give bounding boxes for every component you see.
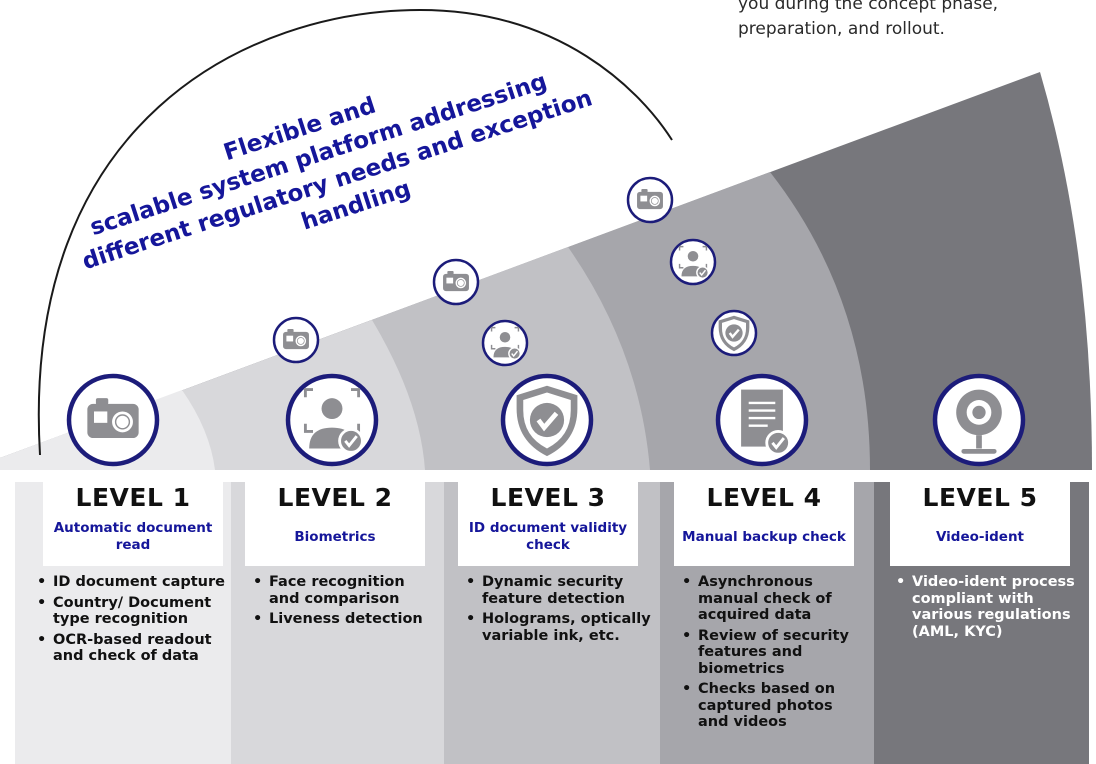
level-4-header: LEVEL 4 Manual backup check: [674, 482, 854, 566]
level-3-shield-check-icon: [500, 373, 594, 467]
list-item: Video-ident process compliant with vario…: [896, 574, 1083, 640]
list-item: OCR-based readout and check of data: [37, 632, 225, 665]
level-3-subtitle: ID document validity check: [468, 520, 628, 553]
level-4-column: LEVEL 4 Manual backup check Asynchronous…: [660, 482, 874, 764]
level-5-header: LEVEL 5 Video-ident: [890, 482, 1070, 566]
level-1-bullets: ID document capture Country/ Document ty…: [37, 574, 225, 669]
level-4-label: LEVEL 4: [706, 483, 822, 512]
list-item: Dynamic security feature detection: [466, 574, 654, 607]
small-camera-icon: [432, 258, 480, 306]
list-item: Review of security features and biometri…: [682, 628, 868, 678]
level-2-face-verified-icon: [285, 373, 379, 467]
list-item: Holograms, optically variable ink, etc.: [466, 611, 654, 644]
level-3-header: LEVEL 3 ID document validity check: [458, 482, 638, 566]
small-face-verified-icon: [481, 319, 529, 367]
level-3-label: LEVEL 3: [490, 483, 606, 512]
level-5-column: LEVEL 5 Video-ident Video-ident process …: [874, 482, 1089, 764]
level-1-subtitle: Automatic document read: [53, 520, 213, 553]
level-3-column: LEVEL 3 ID document validity check Dynam…: [444, 482, 660, 764]
list-item: Checks based on captured photos and vide…: [682, 681, 868, 731]
level-2-label: LEVEL 2: [277, 483, 393, 512]
top-note: you during the concept phase, preparatio…: [738, 0, 999, 39]
small-face-verified-icon: [669, 238, 717, 286]
level-4-subtitle: Manual backup check: [682, 528, 846, 545]
level-2-subtitle: Biometrics: [294, 528, 376, 545]
level-1-header: LEVEL 1 Automatic document read: [43, 482, 223, 566]
level-5-label: LEVEL 5: [922, 483, 1038, 512]
level-2-column: LEVEL 2 Biometrics Face recognition and …: [231, 482, 444, 764]
level-1-camera-icon: [66, 373, 160, 467]
list-item: Asynchronous manual check of acquired da…: [682, 574, 868, 624]
arc-caption: Flexible and scalable system platform ad…: [79, 68, 595, 275]
level-5-webcam-icon: [932, 373, 1026, 467]
platform-arc: [37, 8, 673, 456]
level-4-document-check-icon: [715, 373, 809, 467]
list-item: Face recognition and comparison: [253, 574, 438, 607]
level-1-label: LEVEL 1: [75, 483, 191, 512]
list-item: Country/ Document type recognition: [37, 595, 225, 628]
level-5-bullets: Video-ident process compliant with vario…: [896, 574, 1083, 644]
small-camera-icon: [626, 176, 674, 224]
level-2-header: LEVEL 2 Biometrics: [245, 482, 425, 566]
list-item: Liveness detection: [253, 611, 438, 628]
level-5-subtitle: Video-ident: [935, 528, 1025, 545]
small-camera-icon: [272, 316, 320, 364]
list-item: ID document capture: [37, 574, 225, 591]
level-2-bullets: Face recognition and comparison Liveness…: [253, 574, 438, 632]
small-shield-check-icon: [710, 309, 758, 357]
level-3-bullets: Dynamic security feature detection Holog…: [466, 574, 654, 648]
level-1-column: LEVEL 1 Automatic document read ID docum…: [15, 482, 231, 764]
level-4-bullets: Asynchronous manual check of acquired da…: [682, 574, 868, 735]
